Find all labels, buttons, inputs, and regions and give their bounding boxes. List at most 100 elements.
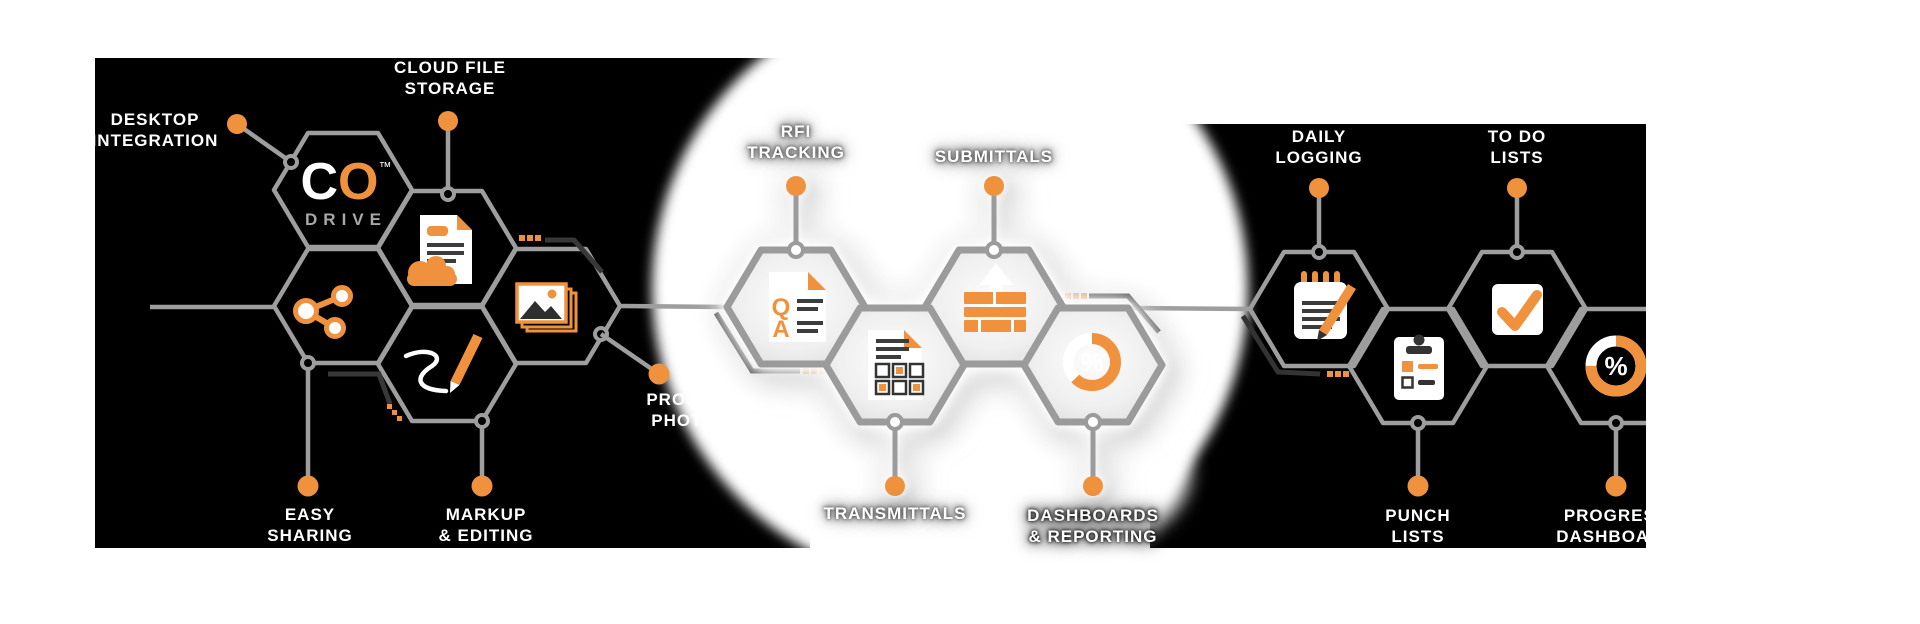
punch-clipboard-icon bbox=[1394, 334, 1444, 400]
accent-line-dashboards bbox=[1089, 293, 1161, 334]
photos-stack-icon bbox=[515, 282, 578, 333]
left-edge-nodes bbox=[283, 154, 609, 429]
accent-dot bbox=[1335, 371, 1341, 377]
accent-dot bbox=[819, 368, 825, 374]
submittals-upload-icon bbox=[964, 263, 1026, 332]
dashboards-node bbox=[1084, 413, 1102, 431]
middle-connector-dots bbox=[786, 176, 1103, 496]
accent-dot bbox=[811, 368, 817, 374]
cloud-node bbox=[440, 186, 456, 202]
todo-dot bbox=[1507, 178, 1527, 198]
progress-donut-icon: % bbox=[1585, 335, 1646, 397]
drive-wordmark: DRIVE bbox=[305, 210, 387, 229]
middle-accents bbox=[713, 293, 1349, 377]
desktop-stem bbox=[235, 122, 293, 164]
progress-percent: % bbox=[1604, 351, 1627, 381]
clipboard-clip bbox=[1406, 346, 1432, 354]
right-edge-nodes bbox=[1311, 244, 1624, 431]
accent-dot bbox=[397, 416, 402, 421]
easy-dot bbox=[297, 475, 319, 497]
markup-dot bbox=[471, 475, 493, 497]
share-icon bbox=[293, 285, 353, 339]
markup-pencil-icon bbox=[403, 334, 483, 394]
accent-dot bbox=[392, 410, 397, 415]
punch-dot bbox=[1407, 475, 1429, 497]
desktop-node bbox=[283, 154, 299, 170]
rfi-q-letter: Q bbox=[772, 294, 791, 321]
markup-node bbox=[474, 413, 490, 429]
daily-node bbox=[1311, 244, 1327, 260]
squiggle bbox=[403, 349, 449, 394]
transmittals-node bbox=[886, 413, 904, 431]
label-progress-dashboard: PROGRESS DASHBOARD bbox=[1556, 506, 1676, 546]
notepad-pencil-tip bbox=[1317, 330, 1327, 341]
dashboards-dot bbox=[1083, 476, 1103, 496]
cloud-document-icon bbox=[407, 215, 472, 286]
right-connector-dots bbox=[1309, 178, 1627, 497]
photo-sun bbox=[547, 289, 557, 299]
cluster-connectors bbox=[599, 303, 1251, 376]
middle-hex-group: Q A bbox=[723, 176, 1166, 496]
label-markup-editing: MARKUP & EDITING bbox=[438, 505, 534, 545]
transmittals-dot bbox=[885, 476, 905, 496]
rfi-node bbox=[787, 241, 805, 259]
co-drive-logo: CO™ DRIVE bbox=[246, 156, 446, 228]
accent-dot bbox=[387, 404, 392, 409]
dashboards-donut-icon: % bbox=[1063, 333, 1121, 391]
left-stems bbox=[235, 121, 485, 486]
middle-stems bbox=[793, 186, 1096, 486]
dashboards-percent: % bbox=[1080, 347, 1103, 377]
accent-dot bbox=[1073, 293, 1079, 299]
photos-stem bbox=[599, 332, 661, 376]
up-arrow bbox=[979, 263, 1013, 312]
label-easy-sharing: EASY SHARING bbox=[267, 505, 353, 545]
accent-line-photos bbox=[545, 237, 604, 274]
progress-node bbox=[1608, 415, 1624, 431]
label-cloud-file-storage: CLOUD FILE STORAGE bbox=[394, 58, 506, 98]
submittals-node bbox=[985, 241, 1003, 259]
notepad-pencil bbox=[1319, 284, 1356, 335]
rfi-qa-document-icon: Q A bbox=[769, 272, 826, 343]
desktop-dot bbox=[227, 114, 247, 134]
accent-dot bbox=[1081, 293, 1087, 299]
hex-dashboards bbox=[1020, 304, 1166, 426]
progress-dot bbox=[1605, 475, 1627, 497]
accent-dot bbox=[535, 235, 541, 241]
accent-dot bbox=[1343, 371, 1349, 377]
easy-node bbox=[300, 355, 316, 371]
pencil-body bbox=[450, 334, 483, 385]
daily-dot bbox=[1309, 178, 1329, 198]
cloud-dot bbox=[438, 111, 458, 131]
rfi-dot bbox=[786, 176, 806, 196]
accent-line-markup bbox=[328, 371, 393, 405]
label-daily-logging: DAILY LOGGING bbox=[1275, 127, 1363, 167]
trademark-mark: ™ bbox=[378, 159, 392, 174]
rfi-a-letter: A bbox=[772, 316, 789, 343]
accent-dot bbox=[1065, 293, 1071, 299]
accent-line-daily bbox=[1240, 314, 1321, 377]
right-hex-lattice bbox=[1247, 249, 1646, 426]
hex-progress-dashboard bbox=[1544, 306, 1646, 426]
todo-node bbox=[1509, 244, 1525, 260]
accent-dot bbox=[803, 368, 809, 374]
label-todo-lists: TO DO LISTS bbox=[1487, 127, 1547, 167]
label-desktop-integration: DESKTOP INTEGRATION bbox=[91, 110, 219, 150]
submittals-dot bbox=[984, 176, 1004, 196]
photos-dot bbox=[648, 363, 670, 385]
transmittals-document-icon bbox=[868, 330, 925, 400]
punch-node bbox=[1410, 415, 1426, 431]
middle-edge-nodes bbox=[787, 241, 1102, 431]
accent-line-rfi bbox=[713, 311, 800, 374]
accent-dot bbox=[1327, 371, 1333, 377]
pencil-tip bbox=[450, 381, 460, 393]
accent-dot bbox=[527, 235, 533, 241]
clipboard-clip-head bbox=[1413, 334, 1425, 346]
cloud-shape bbox=[407, 256, 457, 286]
left-accents bbox=[328, 235, 604, 421]
